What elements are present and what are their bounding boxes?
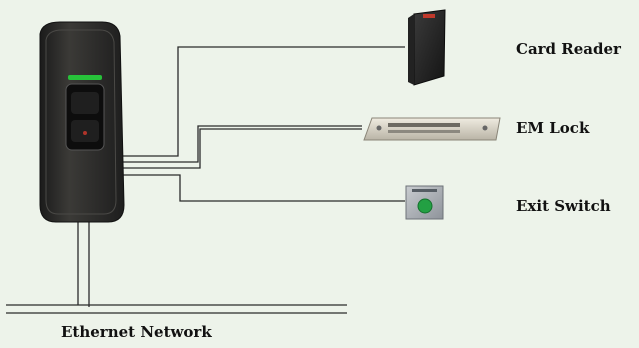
card-reader-led: [423, 14, 435, 18]
em-lock-cable-return: [122, 128, 362, 169]
card-reader-icon: [408, 9, 446, 86]
fingerprint-led: [68, 75, 102, 80]
exit-switch-label: Exit Switch: [516, 197, 611, 215]
card-reader-cable: [122, 46, 405, 157]
card-reader-label: Card Reader: [516, 40, 621, 58]
exit-switch-icon: [405, 185, 444, 220]
ethernet-network-label: Ethernet Network: [61, 323, 212, 341]
em-lock-cable: [122, 125, 362, 163]
fingerprint-terminal-icon: [39, 21, 125, 223]
em-lock-label: EM Lock: [516, 119, 590, 137]
exit-switch-cable: [122, 174, 405, 202]
wiring: [6, 46, 405, 314]
exit-button: [417, 198, 433, 214]
em-lock-icon: [363, 117, 501, 141]
